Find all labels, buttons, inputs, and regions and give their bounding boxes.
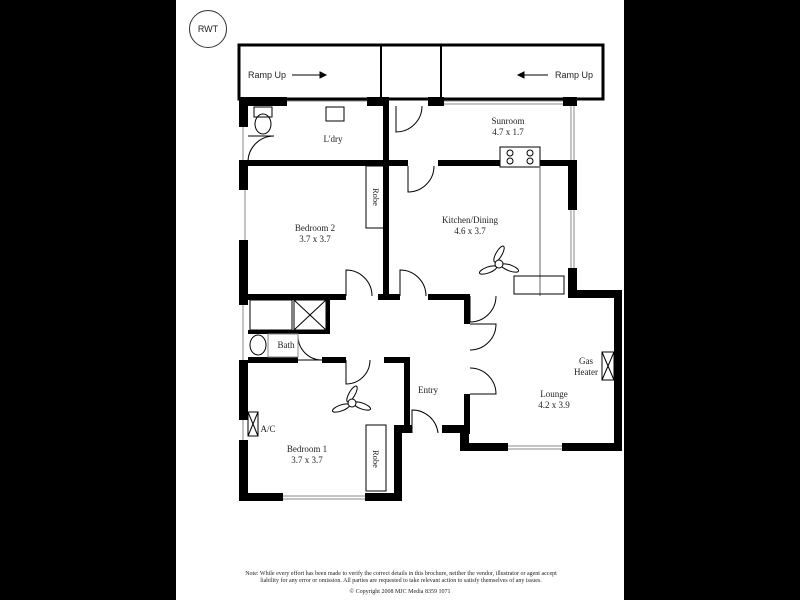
- ceiling-fan-bedroom-icon: [331, 385, 372, 413]
- room-name: Bath: [277, 340, 295, 350]
- ramp-label-right: Ramp Up: [555, 70, 594, 80]
- copyright: © Copyright 2008 MJC Media 8359 1071: [349, 589, 451, 595]
- rwt-badge: RWT: [189, 10, 227, 48]
- lounge-label: Lounge 4.2 x 3.9: [524, 389, 584, 411]
- kitchen-sink-icon: [513, 275, 565, 295]
- room-name: Lounge: [540, 389, 568, 399]
- robe-bottom: [365, 424, 387, 492]
- ac-label: A/C: [260, 424, 276, 434]
- room-name: L'dry: [323, 134, 343, 144]
- room-name: Bedroom 1: [286, 444, 328, 454]
- room-name: Sunroom: [491, 116, 525, 126]
- robe-label-bottom: Robe: [371, 450, 381, 468]
- room-name: Bedroom 2: [294, 223, 336, 233]
- robe-label-top: Robe: [371, 188, 381, 206]
- laundry-tub-icon: [325, 106, 345, 122]
- gas-heater-icon: [601, 351, 615, 381]
- toilet-icon: [254, 113, 272, 135]
- kitchen-label: Kitchen/Dining 4.6 x 3.7: [430, 215, 510, 237]
- bath-label: Bath: [272, 340, 300, 351]
- ramp-area: [237, 43, 605, 101]
- basin-icon: [249, 334, 267, 356]
- bedroom1-label: Bedroom 1 3.7 x 3.7: [277, 444, 337, 466]
- sunroom-label: Sunroom 4.7 x 1.7: [478, 116, 538, 138]
- toilet-cistern-icon: [253, 106, 273, 118]
- entry-label: Entry: [410, 385, 446, 396]
- disclaimer-note: Note: While every effort has been made t…: [245, 571, 557, 584]
- robe-top: [365, 165, 387, 229]
- room-dimensions: 4.6 x 3.7: [454, 226, 486, 236]
- laundry-label: L'dry: [318, 134, 348, 145]
- gas-heater-line1: Gas: [579, 356, 593, 366]
- gas-heater-line2: Heater: [574, 367, 598, 377]
- windows: [242, 100, 575, 500]
- room-dimensions: 3.7 x 3.7: [299, 234, 331, 244]
- fixtures: [247, 106, 615, 492]
- ceiling-fan-kitchen-icon: [478, 245, 520, 275]
- room-name: Entry: [418, 385, 438, 395]
- shower-icon: [293, 299, 327, 331]
- room-name: Kitchen/Dining: [442, 215, 498, 225]
- gas-heater-label: Gas Heater: [566, 356, 606, 378]
- bathtub-icon: [249, 299, 293, 331]
- room-dimensions: 4.2 x 3.9: [538, 400, 570, 410]
- ramp-label-left: Ramp Up: [248, 70, 287, 80]
- room-dimensions: 4.7 x 1.7: [492, 127, 524, 137]
- ac-unit-icon: [247, 411, 259, 437]
- cooktop-icon: [499, 146, 541, 168]
- exterior-walls: [239, 97, 622, 501]
- room-dimensions: 3.7 x 3.7: [291, 455, 323, 465]
- doors: [247, 105, 497, 434]
- bedroom2-label: Bedroom 2 3.7 x 3.7: [285, 223, 345, 245]
